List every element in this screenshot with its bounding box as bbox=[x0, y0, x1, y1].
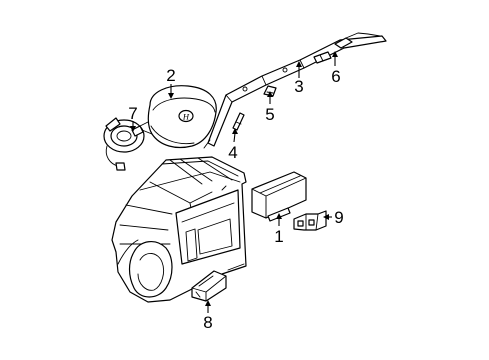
callout-2: 2 bbox=[166, 66, 175, 85]
curtain-airbag-part bbox=[203, 32, 387, 149]
callout-4: 4 bbox=[228, 143, 237, 162]
vehicle-body bbox=[111, 156, 247, 303]
callout-labels: 2 7 3 6 5 4 1 9 8 bbox=[128, 66, 343, 332]
callout-3: 3 bbox=[294, 77, 303, 96]
brand-emblem-icon bbox=[178, 109, 194, 123]
callout-1: 1 bbox=[274, 227, 283, 246]
callout-6: 6 bbox=[331, 67, 340, 86]
control-module-part bbox=[191, 270, 227, 302]
callout-9: 9 bbox=[334, 208, 343, 227]
pillar-clip-part bbox=[232, 112, 245, 131]
callout-8: 8 bbox=[203, 313, 212, 332]
callout-7: 7 bbox=[128, 104, 137, 123]
callout-5: 5 bbox=[265, 105, 274, 124]
impact-sensor-part bbox=[293, 210, 327, 231]
clock-spring-part bbox=[103, 117, 145, 171]
emblem-text: H bbox=[182, 111, 190, 121]
leader-lines bbox=[130, 51, 338, 313]
driver-airbag-module-part: H bbox=[137, 85, 217, 149]
